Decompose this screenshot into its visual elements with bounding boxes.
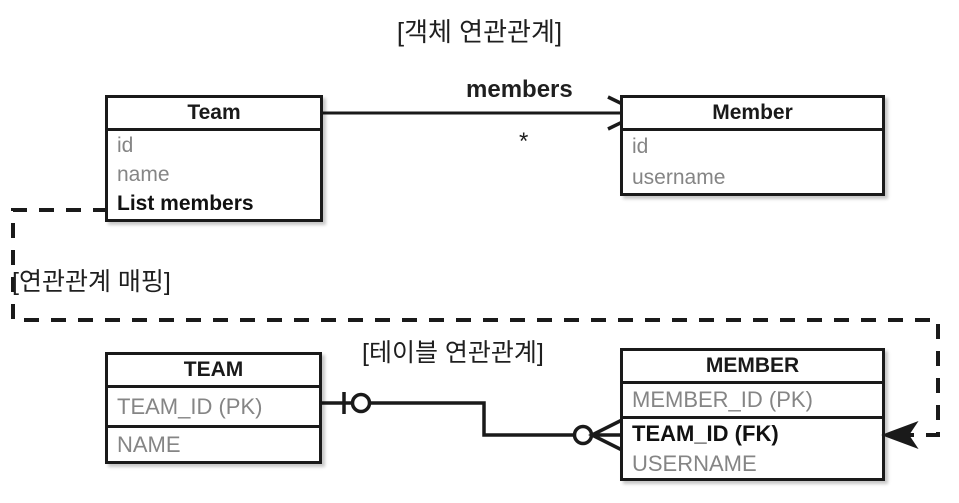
table-box-team[interactable]: TEAM TEAM_ID (PK) NAME (105, 352, 322, 464)
table-columns-member: MEMBER_ID (PK) TEAM_ID (FK) USERNAME (623, 384, 882, 480)
class-attribute-row: name (117, 162, 170, 186)
class-box-team[interactable]: Team id name List members (105, 95, 323, 222)
association-label: members (466, 76, 573, 103)
mapping-section-label: [연관관계 매핑] (12, 268, 171, 296)
class-name-team: Team (108, 98, 320, 131)
table-columns-team: TEAM_ID (PK) NAME (108, 388, 319, 462)
mapping-arrowhead-icon (881, 420, 919, 450)
table-column-row-username: USERNAME (632, 451, 757, 476)
table-column-row-name: NAME (108, 425, 319, 462)
class-attribute-row: username (632, 165, 726, 189)
table-column-row-team-id-fk: TEAM_ID (FK) (623, 416, 882, 448)
table-relationship-path (322, 401, 578, 437)
table-name-team: TEAM (108, 355, 319, 388)
class-attribute-row: id (632, 134, 649, 158)
optional-circle-icon (572, 424, 594, 446)
table-relation-section-label: [테이블 연관관계] (362, 339, 544, 367)
class-attribute-row-list-members: List members (117, 191, 254, 215)
association-multiplicity-label: * (519, 128, 529, 155)
table-column-row-member-id: MEMBER_ID (PK) (632, 387, 813, 412)
table-box-member[interactable]: MEMBER MEMBER_ID (PK) TEAM_ID (FK) USERN… (620, 348, 885, 481)
table-relationship-connector (322, 392, 625, 453)
table-name-member: MEMBER (623, 351, 882, 384)
zero-or-one-circle-icon (350, 392, 372, 414)
class-attributes-member: id username (623, 131, 882, 193)
diagram-title: [객체 연관관계] (396, 17, 563, 47)
class-attribute-row: id (117, 133, 134, 157)
class-attributes-team: id name List members (108, 131, 320, 218)
class-box-member[interactable]: Member id username (620, 95, 885, 196)
class-name-member: Member (623, 98, 882, 131)
table-column-row-team-id: TEAM_ID (PK) (117, 393, 263, 419)
